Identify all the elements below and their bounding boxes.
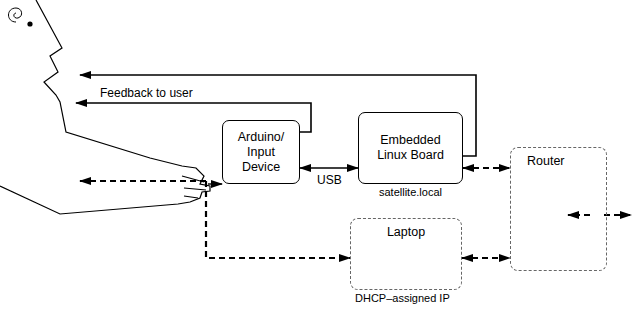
network-link [462, 257, 510, 259]
router-region: Router [510, 147, 607, 271]
network-arrow [568, 214, 590, 216]
usb-link [300, 167, 358, 169]
edge-label: USB [317, 173, 342, 187]
input-device-box: Arduino/ Input Device [222, 120, 300, 184]
user-figure [0, 0, 210, 214]
dashed-arrow [206, 181, 350, 258]
node-label: Embedded Linux Board [364, 133, 457, 163]
network-link [463, 167, 510, 169]
eye [27, 21, 32, 26]
laptop-region: LaptopDHCP–assigned IP [350, 218, 462, 290]
node-label: Laptop [387, 225, 425, 240]
node-caption: satellite.local [359, 186, 462, 199]
linux-board-box: Embedded Linux Boardsatellite.local [358, 112, 463, 184]
input-arrow [208, 183, 222, 184]
node-caption: DHCP–assigned IP [355, 292, 450, 305]
node-label: Router [527, 154, 565, 169]
dashed-arrow [80, 180, 206, 182]
network-arrow [604, 214, 631, 216]
node-label: Arduino/ Input Device [228, 130, 294, 175]
annotation-label: Feedback to user [100, 86, 193, 100]
